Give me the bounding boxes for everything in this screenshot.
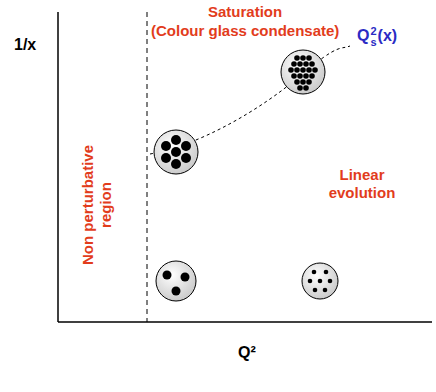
subscript: s <box>370 37 376 48</box>
proton-saturated <box>281 50 325 94</box>
region-label: Linear evolution <box>317 166 407 202</box>
region-label: Non perturbative region <box>79 135 115 275</box>
saturation-curve <box>150 46 350 154</box>
boundary-line <box>147 12 148 322</box>
saturation-scale-label: Q2s(x) <box>357 26 397 48</box>
region-label: Saturation <box>208 3 282 21</box>
axis-label: Q² <box>238 343 256 362</box>
superscript: 2 <box>370 26 376 37</box>
proton-dense <box>154 130 198 174</box>
symbol: Q <box>357 27 369 44</box>
argument: (x) <box>378 27 398 44</box>
region-label: (Colour glass condensate) <box>151 22 339 40</box>
x-axis <box>58 321 432 323</box>
proton-dilute <box>156 261 196 301</box>
proton-resolved <box>302 263 338 299</box>
script-stack: 2s <box>370 26 376 48</box>
y-axis <box>57 12 59 322</box>
axis-label: 1/x <box>14 35 36 54</box>
